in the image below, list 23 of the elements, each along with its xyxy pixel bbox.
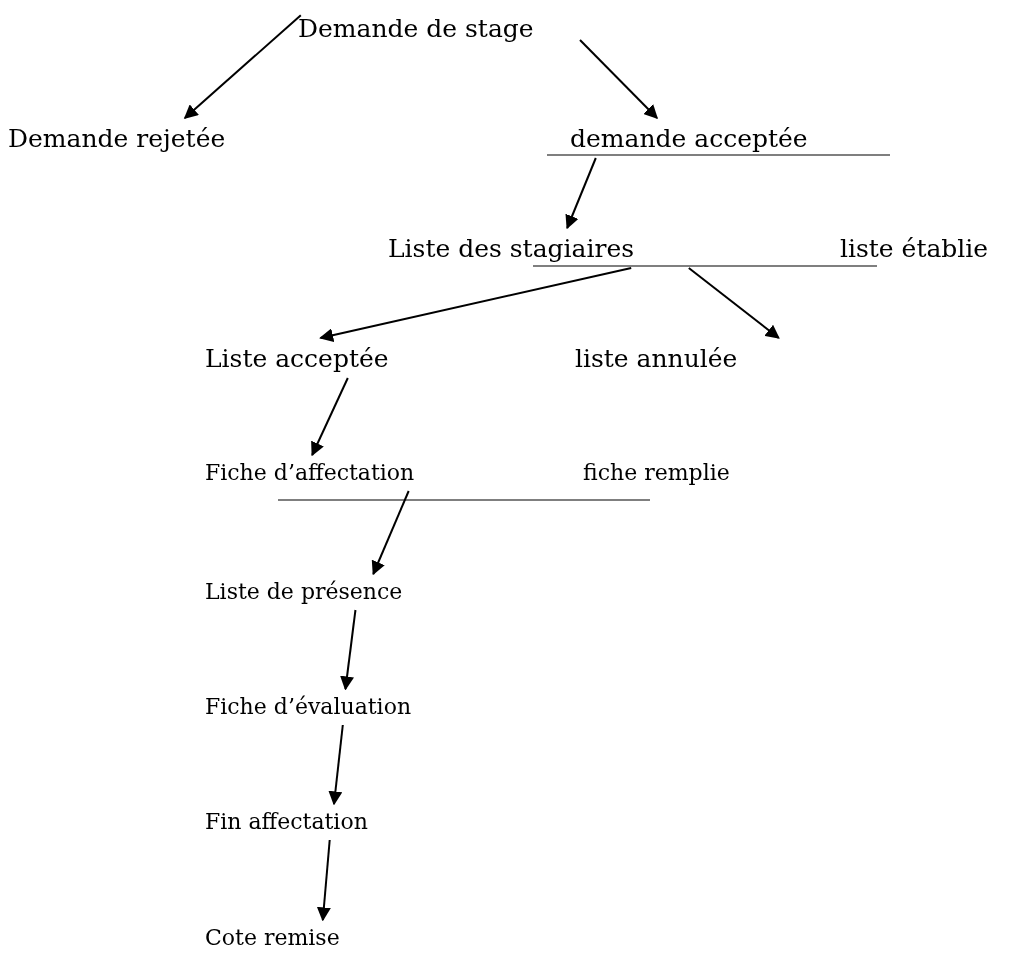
arrow — [319, 267, 633, 343]
state-label: Fin affectation — [205, 811, 368, 833]
arrow — [328, 724, 344, 806]
state-label: Liste de présence — [205, 581, 403, 603]
arrow — [316, 839, 331, 922]
arrow — [340, 609, 357, 691]
arrow — [371, 490, 410, 576]
state-label: Demande de stage — [298, 15, 534, 41]
arrow — [311, 377, 349, 457]
state-label: Cote remise — [205, 927, 340, 949]
state-label: Fiche d’évaluation — [205, 696, 412, 718]
state-label: liste établie — [840, 235, 989, 261]
state-label: Liste des stagiaires — [388, 235, 635, 261]
arrow — [579, 39, 658, 119]
state-label: liste annulée — [575, 345, 738, 371]
arrow — [687, 267, 780, 339]
state-label: Liste acceptée — [205, 345, 389, 371]
arrow — [183, 14, 302, 119]
state-label: Fiche d’affectation — [205, 462, 415, 484]
arrow — [565, 157, 597, 230]
state-label: fiche remplie — [583, 462, 730, 484]
state-label: Demande rejetée — [8, 125, 226, 151]
state-label: demande acceptée — [570, 125, 808, 151]
